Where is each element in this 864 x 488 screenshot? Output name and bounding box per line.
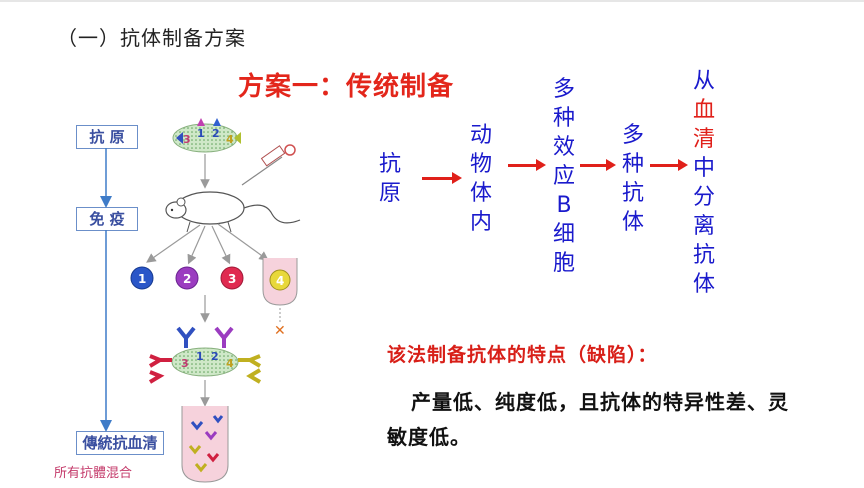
flow-step-antibodies: 多 种 抗 体	[621, 123, 644, 235]
section-title: （一）抗体制备方案	[57, 26, 246, 50]
reject-mark: ✕	[274, 323, 286, 339]
epitope-marker	[213, 118, 221, 126]
cell-number: 2	[183, 272, 191, 286]
flow-step-b-cells: 多 种 效 应 B 细 胞	[552, 77, 575, 276]
gray-arrow	[187, 225, 206, 265]
b-cell-1	[130, 266, 154, 290]
feature-title: 该法制备抗体的特点（缺陷）：	[387, 344, 658, 366]
scheme-title: 方案一：传统制备	[238, 72, 455, 102]
svg-text:4: 4	[226, 357, 234, 370]
flow-arrow-2	[508, 159, 546, 171]
flow-arrow-4	[650, 159, 688, 171]
mouse-icon	[165, 191, 301, 233]
antigen-label: 1	[197, 127, 205, 140]
flow-arrow-1	[422, 172, 462, 184]
immunize-box: 免 疫	[76, 207, 138, 231]
cell-number: 3	[228, 272, 236, 286]
b-cell-2	[175, 266, 199, 290]
gray-arrow	[211, 225, 231, 265]
mixed-antibody-tube	[181, 406, 229, 483]
epitope-marker	[197, 118, 205, 126]
b-cell-3	[220, 266, 244, 290]
antigen-label: 2	[212, 127, 220, 140]
svg-text:2: 2	[211, 350, 219, 363]
antibodies-binding: 3 1 2 4	[148, 326, 262, 384]
flow-step-animal: 动 物 体 内	[469, 123, 492, 235]
feature-body: 产量低、纯度低，且抗体的特异性差、灵敏度低。	[387, 390, 789, 449]
illustration-svg: 3 1 2 4 1 2 3	[100, 118, 301, 483]
serum-box: 傳統抗血清	[76, 431, 164, 455]
flow-step-separate: 从 血 清 中 分 离 抗 体	[692, 69, 715, 297]
tube-cell-4: 4	[262, 258, 298, 306]
epitope-marker	[234, 132, 241, 144]
top-border	[0, 0, 864, 2]
flow-arrow-3	[580, 159, 616, 171]
svg-text:3: 3	[181, 357, 189, 370]
syringe-icon	[241, 144, 296, 186]
cell-number: 1	[138, 272, 146, 286]
gray-arrow	[217, 223, 269, 261]
antigen-label: 3	[183, 133, 191, 146]
antigen-box: 抗 原	[76, 125, 138, 149]
figure-caption: 所有抗體混合	[54, 466, 133, 481]
svg-text:1: 1	[196, 350, 204, 363]
epitope-marker	[176, 132, 183, 144]
flow-step-antigen: 抗 原	[378, 152, 401, 206]
antibody-illustration: 抗 原 免 疫 傳統抗血清 所有抗體混合 3 1 2 4	[50, 110, 315, 488]
gray-arrow	[146, 224, 201, 263]
svg-text:4: 4	[276, 274, 284, 288]
antigen-label: 4	[226, 133, 234, 146]
